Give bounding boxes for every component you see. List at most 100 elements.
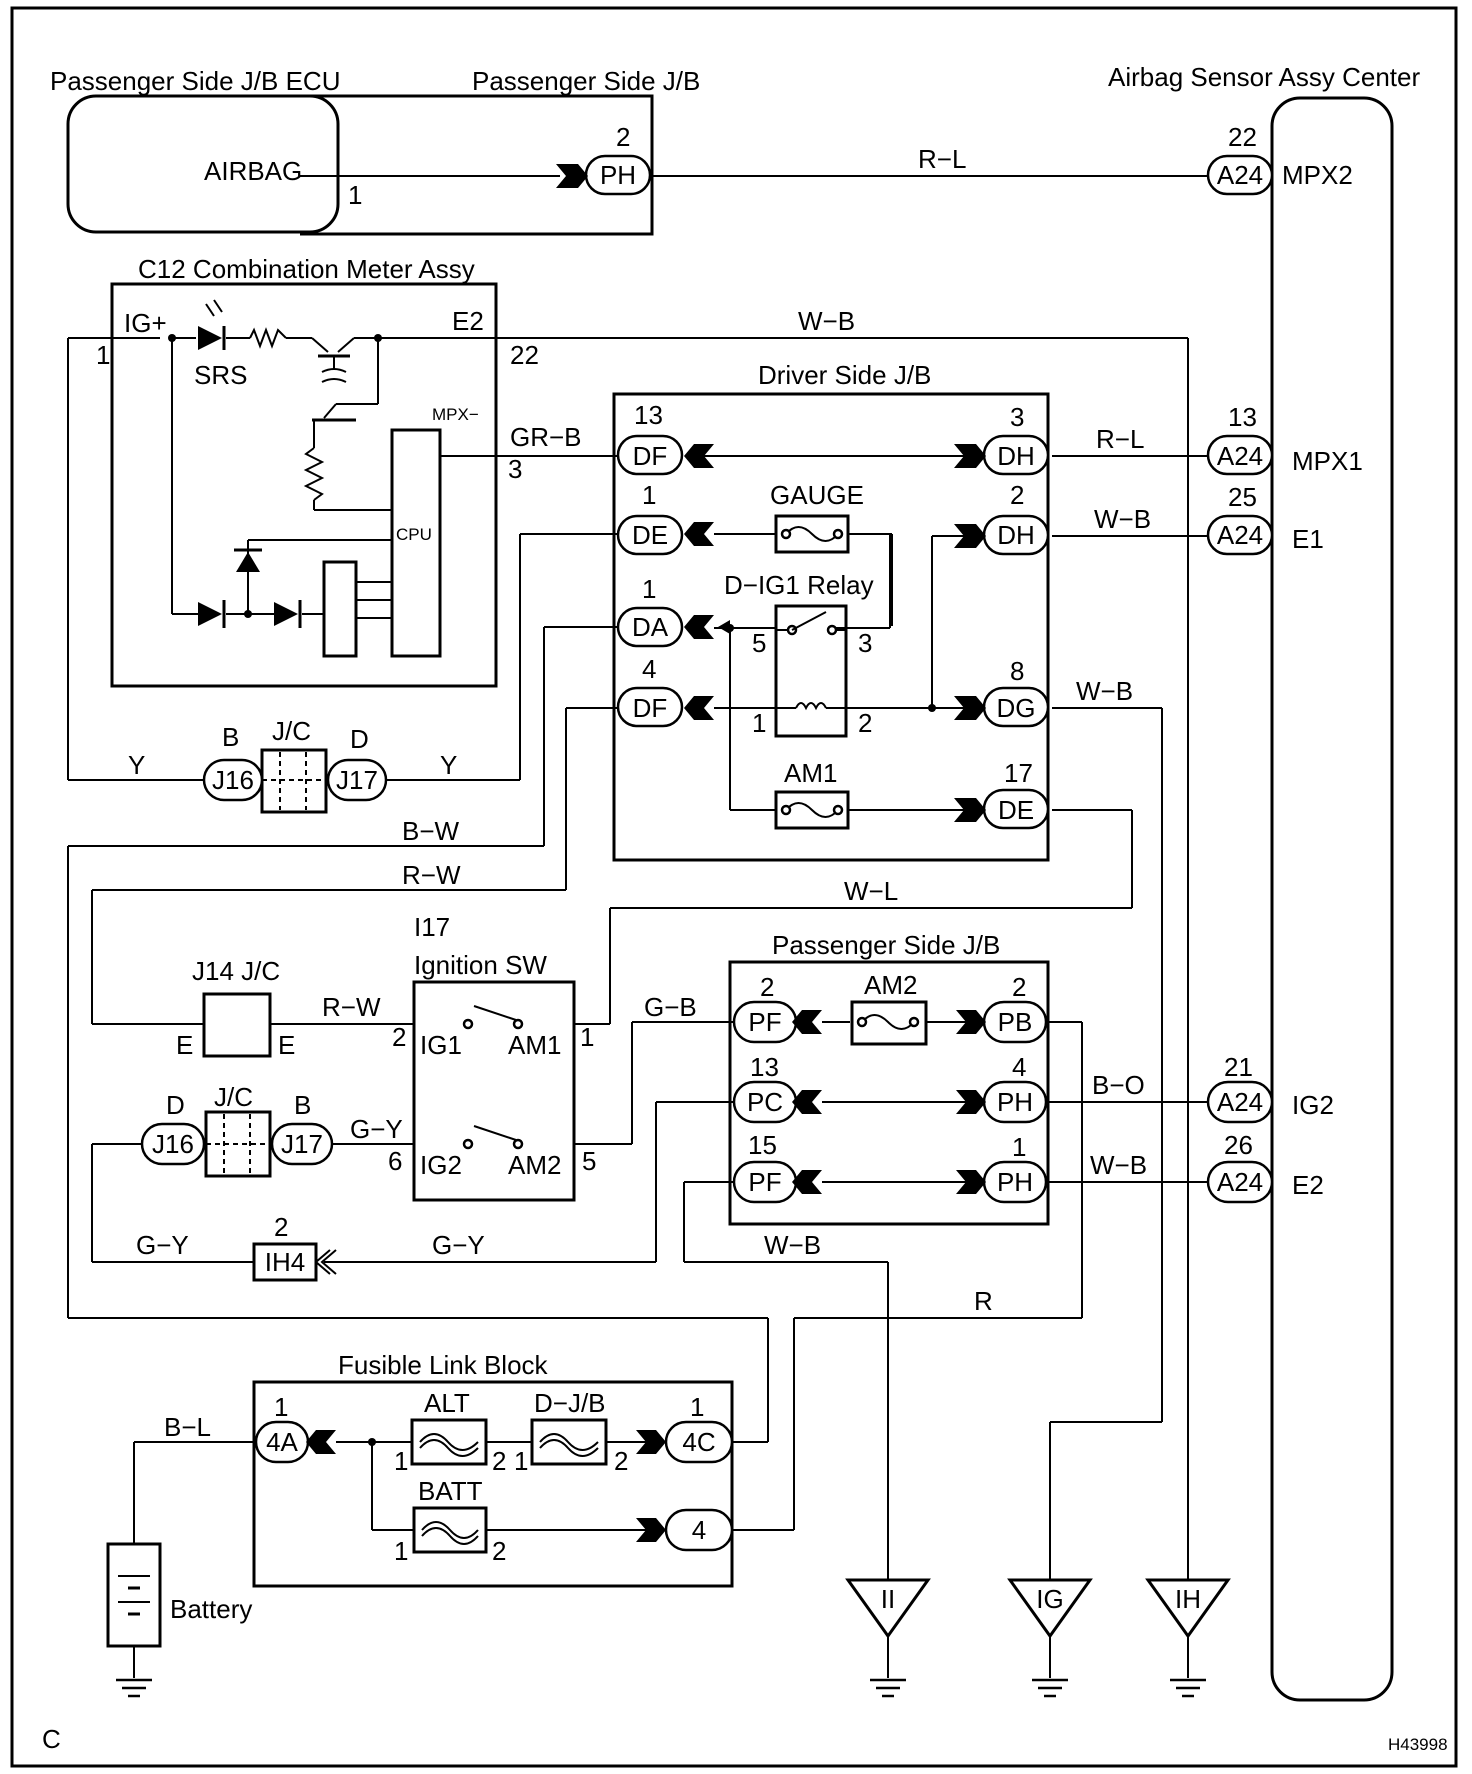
e1-terminal: E1: [1292, 524, 1324, 554]
gauge-label: GAUGE: [770, 480, 864, 510]
pin-label: 1: [642, 480, 656, 510]
mpx-minus-label: MPX−: [432, 405, 479, 424]
meter-box: [110, 282, 498, 688]
pin-label: 1: [394, 1536, 408, 1566]
jc-upper-label: J/C: [272, 716, 311, 746]
conn-a24-ig2-text: A24: [1217, 1087, 1263, 1117]
grounds: [116, 1578, 1231, 1698]
wire-label: G−Y: [136, 1230, 189, 1260]
mpx1-terminal: MPX1: [1292, 446, 1363, 476]
pin-label: 2: [858, 708, 872, 738]
pin-label: 13: [1228, 402, 1257, 432]
wire-label: W−B: [1090, 1150, 1147, 1180]
pin-label: 3: [1010, 402, 1024, 432]
pin-label: 5: [752, 628, 766, 658]
labels: Passenger Side J/B ECU Passenger Side J/…: [42, 62, 1448, 1754]
fusible-title: Fusible Link Block: [338, 1350, 549, 1380]
conn-a24-e2-text: A24: [1217, 1167, 1263, 1197]
pin-label: 8: [1010, 656, 1024, 686]
conn-ph-4-text: PH: [997, 1087, 1033, 1117]
conn-dh-2-text: DH: [997, 520, 1035, 550]
jc-letter: B: [294, 1090, 311, 1120]
conn-df-13-text: DF: [633, 441, 668, 471]
pin-label: 1: [514, 1446, 528, 1476]
conn-4c-text: 4C: [682, 1427, 715, 1457]
conn-pb-2-text: PB: [998, 1007, 1033, 1037]
conn-pf-2-text: PF: [748, 1007, 781, 1037]
pin-label: 2: [1010, 480, 1024, 510]
ig2-terminal: IG2: [1292, 1090, 1334, 1120]
conn-pc-13-text: PC: [747, 1087, 783, 1117]
conn-de-1: [616, 514, 684, 556]
pin-label: 2: [760, 972, 774, 1002]
pin-label: 1: [274, 1392, 288, 1422]
conn-j16-lower: [140, 1122, 206, 1166]
ig2-sw-label: IG2: [420, 1150, 462, 1180]
pin-label: 2: [616, 122, 630, 152]
ground-ii: [845, 1578, 931, 1678]
ground-ih: [1145, 1578, 1231, 1678]
conn-4a-text: 4A: [266, 1427, 298, 1457]
corner-letter: C: [42, 1724, 61, 1754]
pin-label: 4: [1012, 1052, 1026, 1082]
conn-j17-upper: [326, 758, 388, 802]
driver-jb-title: Driver Side J/B: [758, 360, 931, 390]
pin-label: 4: [642, 654, 656, 684]
jc-letter: D: [350, 724, 369, 754]
ig1-label: IG1: [420, 1030, 462, 1060]
wire-label: W−B: [764, 1230, 821, 1260]
wire-label: Y: [440, 750, 457, 780]
conn-j17-lower: [270, 1122, 334, 1166]
pin-label: 1: [348, 180, 362, 210]
pin-label: 6: [388, 1146, 402, 1176]
pin-label: 1: [642, 574, 656, 604]
pass-jb-ecu-title: Passenger Side J/B ECU: [50, 66, 340, 96]
wire-label: R−W: [402, 860, 461, 890]
airbag-label: AIRBAG: [204, 156, 302, 186]
pin-label: 3: [508, 454, 522, 484]
pin-label: 13: [750, 1052, 779, 1082]
conn-da-1-text: DA: [632, 612, 669, 642]
pin-label: 22: [510, 340, 539, 370]
wire-label: W−L: [844, 876, 898, 906]
fuses-relays: [106, 514, 928, 1648]
conn-de-1-text: DE: [632, 520, 668, 550]
conn-j17-lower-text: J17: [281, 1129, 323, 1159]
wire-label: W−B: [1076, 676, 1133, 706]
pin-label: 1: [96, 340, 110, 370]
pin-label: 22: [1228, 122, 1257, 152]
wire-label: G−B: [644, 992, 697, 1022]
am1-fuse-label: AM1: [784, 758, 837, 788]
pin-label: 13: [634, 400, 663, 430]
wire-label: B−O: [1092, 1070, 1145, 1100]
jc-letter: E: [278, 1030, 295, 1060]
ig-plus-label: IG+: [124, 308, 167, 338]
wire-label: W−B: [798, 306, 855, 336]
wire-label: R: [974, 1286, 993, 1316]
wire-label: G−Y: [350, 1114, 403, 1144]
conn-da-1: [616, 606, 684, 648]
pin-label: 2: [492, 1446, 506, 1476]
wire-label: W−B: [1094, 504, 1151, 534]
conn-j16-lower-text: J16: [152, 1129, 194, 1159]
djb-label: D−J/B: [534, 1388, 606, 1418]
pin-label: 3: [858, 628, 872, 658]
conn-j16-upper-text: J16: [212, 765, 254, 795]
fusible-link-box: [252, 1380, 734, 1588]
conn-ph-top-text: PH: [600, 160, 636, 190]
conn-df-13: [616, 434, 684, 476]
pin-label: 1: [752, 708, 766, 738]
ground-ig: [1007, 1578, 1093, 1678]
meter-internals: [198, 299, 442, 658]
wire-label: R−L: [1096, 424, 1144, 454]
battery-label: Battery: [170, 1594, 252, 1624]
conn-df-4: [616, 686, 684, 728]
ground-label-ii: II: [881, 1584, 895, 1614]
figure-code: H43998: [1388, 1735, 1448, 1754]
pin-label: 2: [1012, 972, 1026, 1002]
conn-a24-mpx2-text: A24: [1217, 160, 1263, 190]
wire-label: R−L: [918, 144, 966, 174]
e2-terminal: E2: [1292, 1170, 1324, 1200]
mpx2-terminal: MPX2: [1282, 160, 1353, 190]
